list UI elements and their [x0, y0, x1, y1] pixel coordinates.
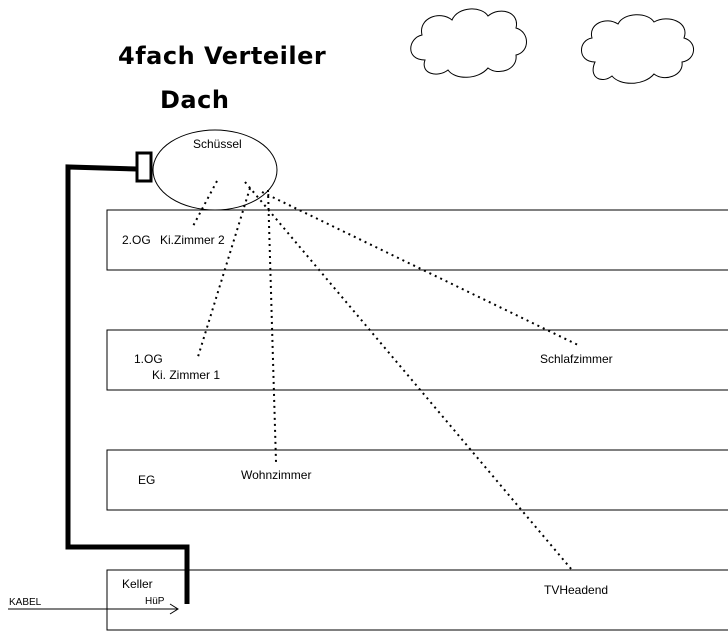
room-ki-zimmer-2-label: Ki.Zimmer 2	[160, 233, 225, 247]
floor-eg-box	[106, 449, 728, 511]
kabel-arrow	[8, 603, 179, 615]
floor-keller-label: Keller	[122, 577, 153, 591]
dotted-connection-lines	[191, 180, 579, 571]
dotted-line-schlafzimmer	[261, 191, 579, 346]
hup-label: HüP	[145, 596, 165, 607]
thick-cable-line	[65, 164, 190, 604]
floor-1og-label: 1.OG	[134, 352, 163, 366]
dotted-line-tvheadend	[244, 181, 573, 571]
floor-keller-box	[106, 569, 728, 631]
kabel-label: KABEL	[9, 597, 42, 608]
dotted-line-ki-zimmer-1	[196, 187, 251, 361]
room-ki-zimmer-1-label: Ki. Zimmer 1	[152, 368, 221, 382]
room-schlafzimmer-label: Schlafzimmer	[540, 352, 613, 366]
dotted-line-wohnzimmer	[267, 189, 277, 463]
lnb-icon	[135, 151, 153, 183]
cloud-left-icon	[410, 8, 527, 78]
room-tvheadend-label: TVHeadend	[544, 583, 609, 597]
title-line-1: 4fach Verteiler	[118, 42, 327, 70]
room-wohnzimmer-label: Wohnzimmer	[241, 468, 312, 482]
floor-1og-box	[106, 329, 728, 391]
floor-2og-box	[106, 209, 728, 271]
dish-label: Schüssel	[193, 137, 242, 151]
satellite-dish-ellipse	[152, 129, 278, 211]
cloud-right-icon	[581, 14, 694, 84]
title-line-2: Dach	[160, 86, 230, 114]
floor-2og-label: 2.OG	[122, 233, 151, 247]
floor-eg-label: EG	[138, 473, 156, 487]
